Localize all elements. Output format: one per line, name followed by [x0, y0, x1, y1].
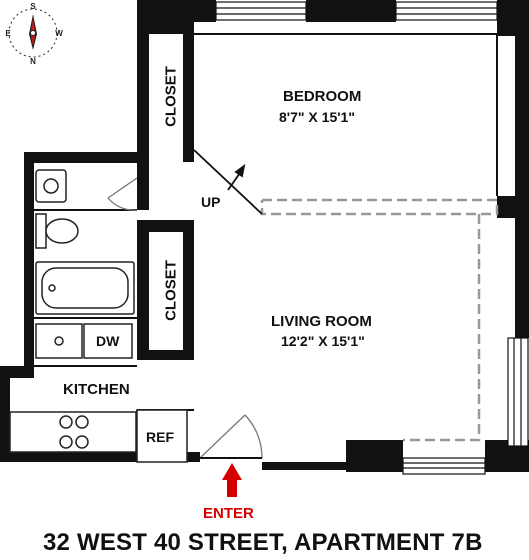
toilet-icon: [35, 213, 47, 249]
compass-south-label: S: [30, 2, 36, 11]
compass-east-label: E: [5, 29, 11, 38]
refrigerator-label: REF: [146, 429, 174, 445]
dashed-partitions: [260, 198, 499, 442]
closet-bottom-label: CLOSET: [162, 260, 180, 321]
compass-north-label: N: [30, 57, 36, 66]
doors: [107, 177, 263, 459]
living-room-label: LIVING ROOM: [271, 313, 372, 330]
bedroom-label: BEDROOM: [283, 88, 362, 105]
dishwasher-label: DW: [96, 333, 120, 349]
bathroom-fixtures: [35, 169, 135, 315]
walls: [0, 0, 529, 472]
stove-icon: [9, 411, 137, 453]
refrigerator-icon: [136, 409, 188, 463]
compass-west-label: W: [55, 29, 63, 38]
closet-top-label: CLOSET: [162, 66, 180, 127]
page-title: 32 WEST 40 STREET, APARTMENT 7B: [43, 529, 483, 556]
entry-arrow-icon: [222, 463, 242, 497]
kitchen-label: KITCHEN: [63, 381, 130, 398]
compass-icon: [8, 8, 58, 58]
bedroom-dimensions: 8'7" X 15'1": [279, 109, 355, 125]
stairs-up-label: UP: [201, 194, 221, 210]
dishwasher-icon: [83, 323, 133, 359]
kitchen-fixtures: [9, 323, 188, 463]
stair-arrow: [193, 149, 263, 215]
windows: [215, 1, 529, 475]
enter-label: ENTER: [203, 505, 254, 522]
living-room-dimensions: 12'2" X 15'1": [281, 333, 365, 349]
